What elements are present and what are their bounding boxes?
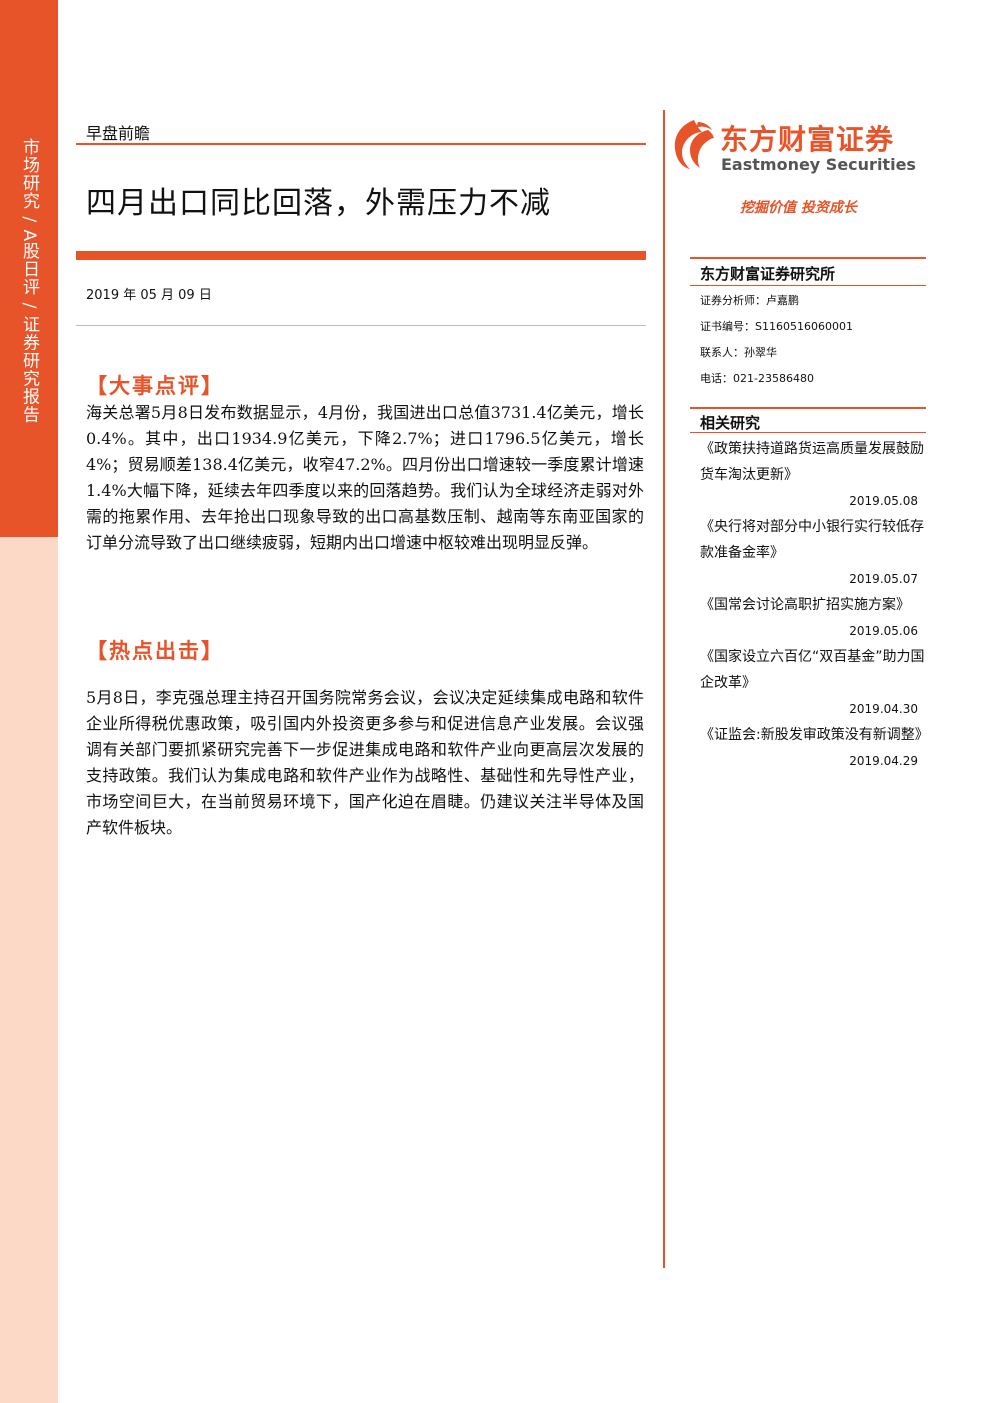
license-line: 证书编号：S1160516060001 — [700, 320, 853, 333]
analyst-line: 证券分析师：卢嘉鹏 — [700, 294, 799, 307]
date-rule — [76, 325, 646, 326]
related-item-date: 2019.04.29 — [849, 754, 918, 768]
institute-name: 东方财富证券研究所 — [700, 265, 836, 283]
related-item-date: 2019.05.07 — [849, 572, 918, 586]
related-heading: 相关研究 — [700, 414, 761, 432]
report-date: 2019 年 05 月 09 日 — [86, 288, 212, 303]
related-item-date: 2019.05.08 — [849, 494, 918, 508]
related-top-rule — [690, 407, 926, 409]
related-item-title[interactable]: 《央行将对部分中小银行实行较低存款准备金率》 — [700, 519, 924, 561]
side-category-label: 市场研究 / A股日评 / 证券研究报告 — [19, 138, 39, 424]
column-divider — [663, 110, 665, 1268]
related-bottom-rule — [690, 432, 926, 433]
related-item-title[interactable]: 《证监会:新股发审政策没有新调整》 — [700, 727, 929, 743]
related-item-title[interactable]: 《政策扶持道路货运高质量发展鼓励货车淘汰更新》 — [700, 441, 924, 483]
contact-line: 联系人：孙翠华 — [700, 346, 777, 359]
report-title: 四月出口同比回落，外需压力不减 — [86, 186, 551, 221]
related-item-date: 2019.04.30 — [849, 702, 918, 716]
related-item-title[interactable]: 《国常会讨论高职扩招实施方案》 — [700, 597, 910, 613]
brand-slogan: 挖掘价值 投资成长 — [740, 200, 857, 216]
related-research-list: 《政策扶持道路货运高质量发展鼓励货车淘汰更新》 2019.05.08 《央行将对… — [700, 436, 929, 774]
section-body-hotspot: 5月8日，李克强总理主持召开国务院常务会议，会议决定延续集成电路和软件企业所得税… — [86, 688, 644, 837]
kicker-rule — [76, 143, 646, 145]
related-item-title[interactable]: 《国家设立六百亿“双百基金”助力国企改革》 — [700, 649, 925, 691]
section-heading-hotspot: 【热点出击】 — [86, 638, 224, 663]
brand-name-en: Eastmoney Securities — [721, 155, 916, 174]
phone-line: 电话：021-23586480 — [700, 372, 814, 385]
institute-top-rule — [690, 257, 926, 259]
report-kicker: 早盘前瞻 — [86, 124, 151, 143]
institute-bottom-rule — [690, 285, 926, 286]
eastmoney-logo-icon — [674, 120, 714, 169]
side-band-accent — [0, 0, 58, 537]
related-item-date: 2019.05.06 — [849, 624, 918, 638]
brand-name-cn: 东方财富证券 — [720, 123, 895, 156]
title-rule — [76, 251, 646, 260]
section-body-events: 海关总署5月8日发布数据显示，4月份，我国进出口总值3731.4亿美元，增长0.… — [86, 403, 644, 552]
section-heading-events: 【大事点评】 — [86, 373, 224, 398]
